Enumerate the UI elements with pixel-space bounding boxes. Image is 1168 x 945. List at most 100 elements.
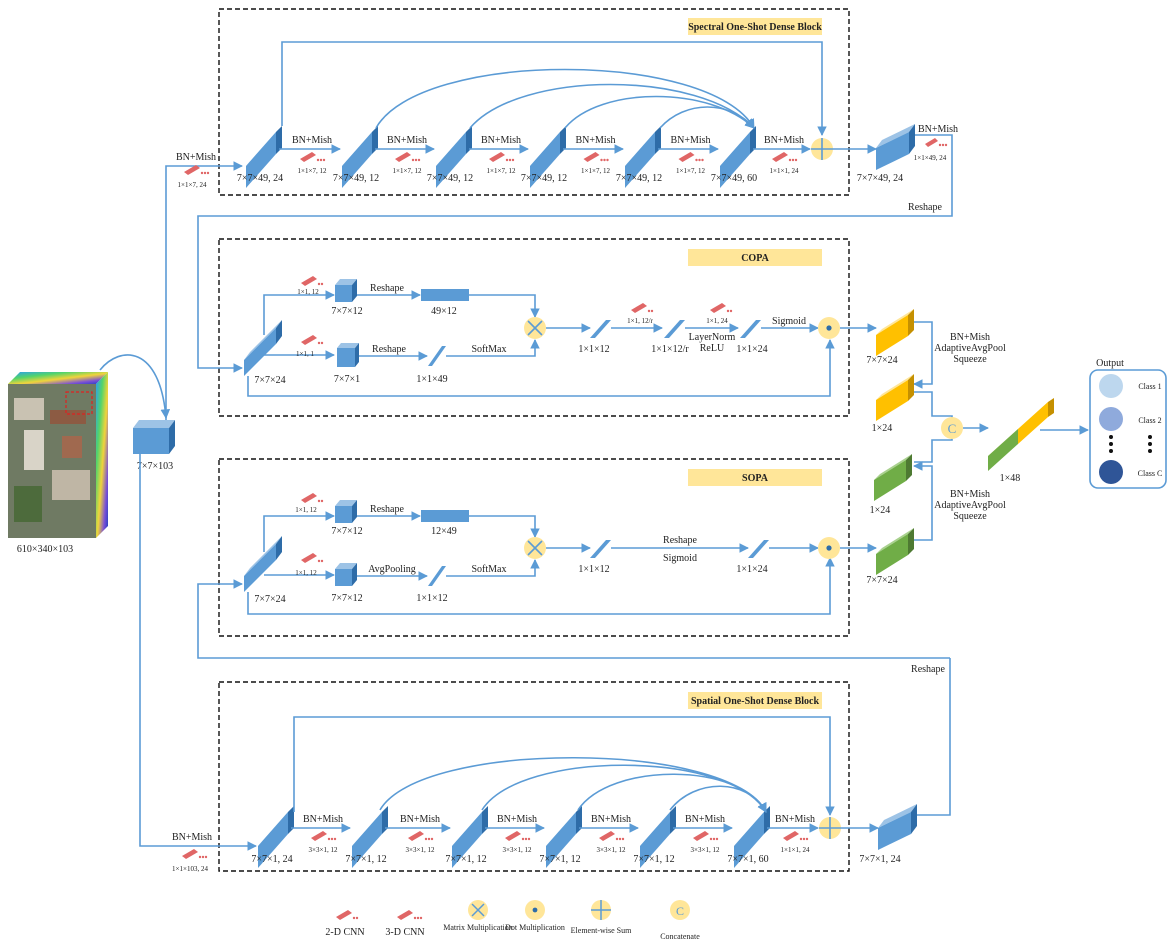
legend-2d-cnn: 2-D CNN [325,927,364,938]
copa-relu: ReLU [700,343,725,354]
copa-v3-label: 1×1×24 [736,344,767,355]
sopa-top-conv-icon [301,493,324,503]
copa-bot-block-label: 7×7×1 [334,374,360,385]
legend-matrix: Matrix Multiplication [443,923,513,932]
spatial-in-conv: 1×1×103, 24 [172,865,208,873]
spectral-conv-6: 1×1×1, 24 [770,167,799,175]
spectral-conv-3-icon [489,152,515,162]
spectral-block-4 [530,126,566,188]
spectral-block-5 [625,126,661,188]
sopa-bot-block-label: 7×7×12 [331,593,362,604]
copa-v3 [740,320,761,338]
spectral-conv-3: 1×1×7, 12 [487,167,516,175]
spectral-conv-1: 1×1×7, 12 [298,167,327,175]
copa-bot-vec-label: 1×1×49 [416,374,447,385]
class-2-node [1099,407,1123,431]
spatial-conv-2-icon [408,831,434,841]
spectral-block-2 [342,126,378,188]
spatial-conv-1: 3×3×1, 12 [309,846,338,854]
spatial-conv-6-icon [783,831,809,841]
copa-matrix-mult [524,317,546,339]
spectral-block-3-label: 7×7×49, 12 [427,173,473,184]
sopa-avgpool: AvgPooling [368,564,416,575]
spatial-conv-3: 3×3×1, 12 [503,846,532,854]
spectral-conv-1-icon [300,152,326,162]
class-c-label: Class C [1138,469,1163,478]
copa-dot-mult [818,317,840,339]
concat-node: C [941,417,963,439]
legend-concat: Concatenate [660,932,700,941]
fusion-pool-top: AdaptiveAvgPool [934,343,1006,354]
spatial-block-4-label: 7×7×1, 12 [539,854,580,865]
spectral-block-6-label: 7×7×49, 60 [711,173,757,184]
copa-out-label: 7×7×24 [866,355,897,366]
spectral-bn-5: BN+Mish [670,135,710,146]
sopa-v1 [590,540,611,558]
input-size-label: 610×340×103 [17,544,73,555]
copa-input-block [244,320,282,376]
spectral-in-bn: BN+Mish [176,152,216,163]
copa-v1-label: 1×1×12 [578,344,609,355]
copa-bot-block [337,343,359,367]
spatial-block-frame [218,681,850,872]
spatial-block-6-label: 7×7×1, 60 [727,854,768,865]
spatial-conv-5-icon [693,831,719,841]
spatial-bn-6: BN+Mish [775,814,815,825]
legend-sum-icon [591,900,611,920]
spectral-block-6 [720,126,756,188]
copa-v2-label: 1×1×12/r [651,344,689,355]
legend-dot-icon [525,900,545,920]
class-c-node [1099,460,1123,484]
spectral-conv-4: 1×1×7, 12 [581,167,610,175]
copa-conv3: 1×1, 24 [706,317,728,325]
copa-conv2-icon [631,303,654,313]
spectral-conv-4-icon [583,152,609,162]
spatial-conv-2: 3×3×1, 12 [406,846,435,854]
spatial-block-4 [546,806,582,868]
spectral-block-1-label: 7×7×49, 24 [237,173,283,184]
spatial-block-3-label: 7×7×1, 12 [445,854,486,865]
spatial-in-bn: BN+Mish [172,832,212,843]
legend-3d-cnn: 3-D CNN [385,927,424,938]
sopa-v2 [748,540,769,558]
spatial-out-label: 7×7×1, 24 [859,854,900,865]
sopa-dot-mult [818,537,840,559]
copa-conv3-icon [710,303,733,313]
legend-matrix-icon [468,900,488,920]
spatial-conv-1-icon [311,831,337,841]
copa-top-conv: 1×1, 12 [297,288,319,296]
sopa-out-block [876,528,914,575]
sopa-out-label: 7×7×24 [866,575,897,586]
spatial-block-5 [640,806,676,868]
spatial-conv-4: 3×3×1, 12 [597,846,626,854]
copa-softmax: SoftMax [472,344,507,355]
copa-top-block-label: 7×7×12 [331,306,362,317]
spectral-in-conv-icon [184,165,210,175]
spectral-reshape-label: Reshape [908,202,942,213]
spectral-block-1 [246,126,282,188]
spectral-out-label: 7×7×49, 24 [857,173,903,184]
legend-concat-icon: C [670,900,690,920]
sopa-bot-conv-icon [301,553,324,563]
spectral-bn-6: BN+Mish [764,135,804,146]
copa-top-matrix [421,289,469,301]
fusion-bn-top: BN+Mish [950,332,990,343]
copa-in-label: 7×7×24 [254,375,285,386]
spectral-output-block [876,124,915,170]
fusion-squeeze-bot: Squeeze [953,511,987,522]
sopa-vec-block [874,454,912,501]
sopa-reshape: Reshape [663,535,697,546]
spectral-conv-5-icon [678,152,704,162]
sopa-v1-label: 1×1×12 [578,564,609,575]
spectral-out-bn: BN+Mish [918,124,958,135]
spectral-conv-5: 1×1×7, 12 [676,167,705,175]
copa-block-frame [218,238,850,417]
copa-top-matrix-label: 49×12 [431,306,457,317]
spectral-block-2-label: 7×7×49, 12 [333,173,379,184]
sopa-vec-label: 1×24 [870,505,891,516]
copa-layernorm: LayerNorm [689,332,736,343]
spatial-bn-4: BN+Mish [591,814,631,825]
sopa-bot-vec-label: 1×1×12 [416,593,447,604]
spatial-block-2 [352,806,388,868]
